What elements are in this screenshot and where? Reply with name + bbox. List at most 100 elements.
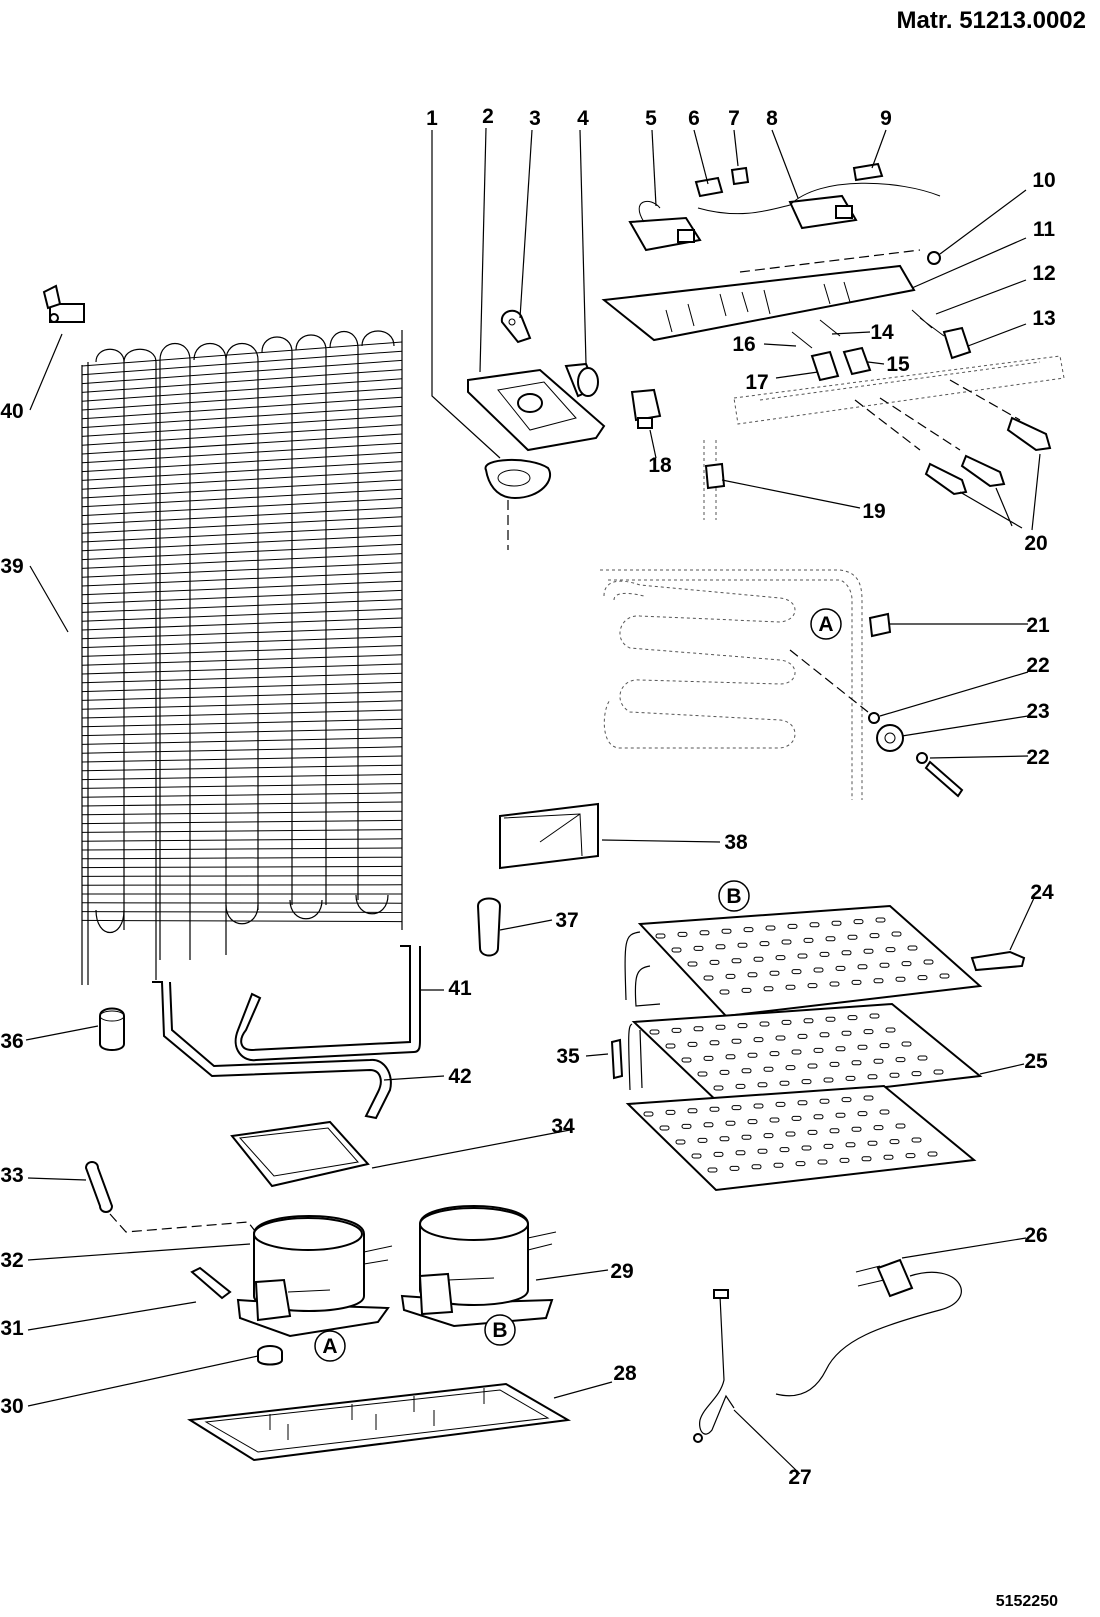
- callout-29: 29: [610, 1260, 633, 1283]
- callout-26: 26: [1024, 1224, 1047, 1247]
- lead-12: [911, 309, 945, 337]
- door-switch: [630, 388, 662, 429]
- callout-40: 40: [0, 400, 23, 423]
- callout-38: 38: [724, 831, 748, 854]
- callout-35: 35: [556, 1045, 580, 1068]
- sensor-clip: [852, 162, 884, 182]
- callout-5: 5: [645, 107, 657, 130]
- variant-label: A: [322, 1335, 337, 1358]
- clip-31: [190, 1266, 232, 1300]
- callout-13: 13: [1032, 307, 1055, 330]
- tube-42: [152, 981, 392, 1120]
- holder-19: [703, 440, 726, 520]
- lamp-housing: [467, 368, 606, 452]
- leader-lines: [25, 127, 1041, 1475]
- power-plug: [775, 1258, 962, 1397]
- callout-1: 1: [426, 107, 438, 130]
- connector: [694, 176, 724, 198]
- nut: [927, 251, 941, 265]
- callout-37: 37: [555, 909, 578, 932]
- condenser-bracket: [42, 284, 85, 323]
- screw-21: [868, 612, 892, 638]
- shelf-frame-wire: [624, 931, 661, 1091]
- fuse-17: [810, 350, 840, 382]
- drain-cup: [484, 459, 551, 550]
- variant-marker-a-evaporator: A: [810, 608, 842, 640]
- callout-20: 20: [1024, 532, 1047, 555]
- callout-numbers: 1 2 3 4 5 6 7 8 9 10 11 12 13 14 15 16 1…: [0, 105, 1055, 1489]
- thermostat-left: [628, 200, 702, 252]
- callout-12: 12: [1032, 262, 1055, 285]
- lamp-socket: [564, 362, 599, 398]
- grommet-30: [257, 1345, 283, 1366]
- grommet: [99, 1007, 125, 1051]
- filter-drier: [476, 897, 502, 957]
- shelf-top: [637, 904, 983, 1018]
- callout-19: 19: [862, 500, 885, 523]
- lamp-bulb: [500, 309, 532, 344]
- washer-22a: [868, 712, 880, 724]
- callout-41: 41: [448, 977, 472, 1000]
- callout-11: 11: [1033, 218, 1056, 241]
- variant-label: B: [726, 885, 741, 908]
- callout-18: 18: [648, 454, 672, 477]
- drawing-code: 5152250: [996, 1593, 1058, 1610]
- evaporator-outline: [600, 569, 869, 800]
- wire-harness: [693, 1289, 735, 1443]
- tube-41: [234, 945, 421, 1062]
- shelf-middle: [631, 1002, 983, 1108]
- fuse-rail: [733, 355, 1065, 451]
- callout-4: 4: [577, 107, 589, 130]
- cover-plate: [499, 802, 599, 870]
- fuse-20c: [1006, 416, 1052, 452]
- variant-label: A: [818, 613, 833, 636]
- tube-33: [84, 1161, 263, 1241]
- fuse-20a: [924, 462, 968, 496]
- callout-25: 25: [1024, 1050, 1048, 1073]
- compressor-b: [400, 1205, 557, 1328]
- clip: [730, 166, 750, 186]
- variant-marker-a-compressor: A: [314, 1330, 346, 1362]
- callout-28: 28: [613, 1362, 637, 1385]
- matr-number: Matr. 51213.0002: [897, 7, 1086, 34]
- thermostat-right: [697, 182, 941, 230]
- clip-35: [610, 1038, 624, 1080]
- callout-7: 7: [728, 107, 740, 130]
- control-panel: [601, 249, 921, 342]
- condenser-grid: [81, 330, 403, 985]
- pin-24: [970, 950, 1026, 972]
- callout-32: 32: [0, 1249, 23, 1272]
- fuse-15: [842, 346, 872, 376]
- callout-39: 39: [0, 555, 23, 578]
- callout-21: 21: [1026, 614, 1050, 637]
- callout-14: 14: [870, 321, 894, 344]
- callout-9: 9: [880, 107, 892, 130]
- callout-22: 22: [1026, 654, 1049, 677]
- callout-15: 15: [886, 353, 910, 376]
- shelf-bottom: [625, 1084, 977, 1192]
- knob-23: [876, 724, 904, 752]
- callout-34: 34: [551, 1115, 575, 1138]
- lead-16: [791, 331, 813, 349]
- variant-marker-b-shelves: B: [718, 880, 750, 912]
- callout-10: 10: [1032, 169, 1055, 192]
- callout-23: 23: [1026, 700, 1049, 723]
- callout-16: 16: [732, 333, 755, 356]
- callout-24: 24: [1030, 881, 1054, 904]
- callout-6: 6: [688, 107, 700, 130]
- base-plate: [187, 1382, 572, 1462]
- callout-2: 2: [482, 105, 494, 128]
- callout-3: 3: [529, 107, 541, 130]
- callout-22b: 22: [1026, 746, 1049, 769]
- callout-33: 33: [0, 1164, 23, 1187]
- fuse-20b: [960, 454, 1006, 488]
- drip-tray: [230, 1120, 370, 1188]
- callout-27: 27: [788, 1466, 811, 1489]
- callout-31: 31: [0, 1317, 24, 1340]
- bolt-22b: [916, 752, 964, 798]
- callout-8: 8: [766, 107, 778, 130]
- variant-marker-b-compressor: B: [484, 1314, 516, 1346]
- compressor-a: [236, 1215, 393, 1338]
- variant-label: B: [492, 1319, 507, 1342]
